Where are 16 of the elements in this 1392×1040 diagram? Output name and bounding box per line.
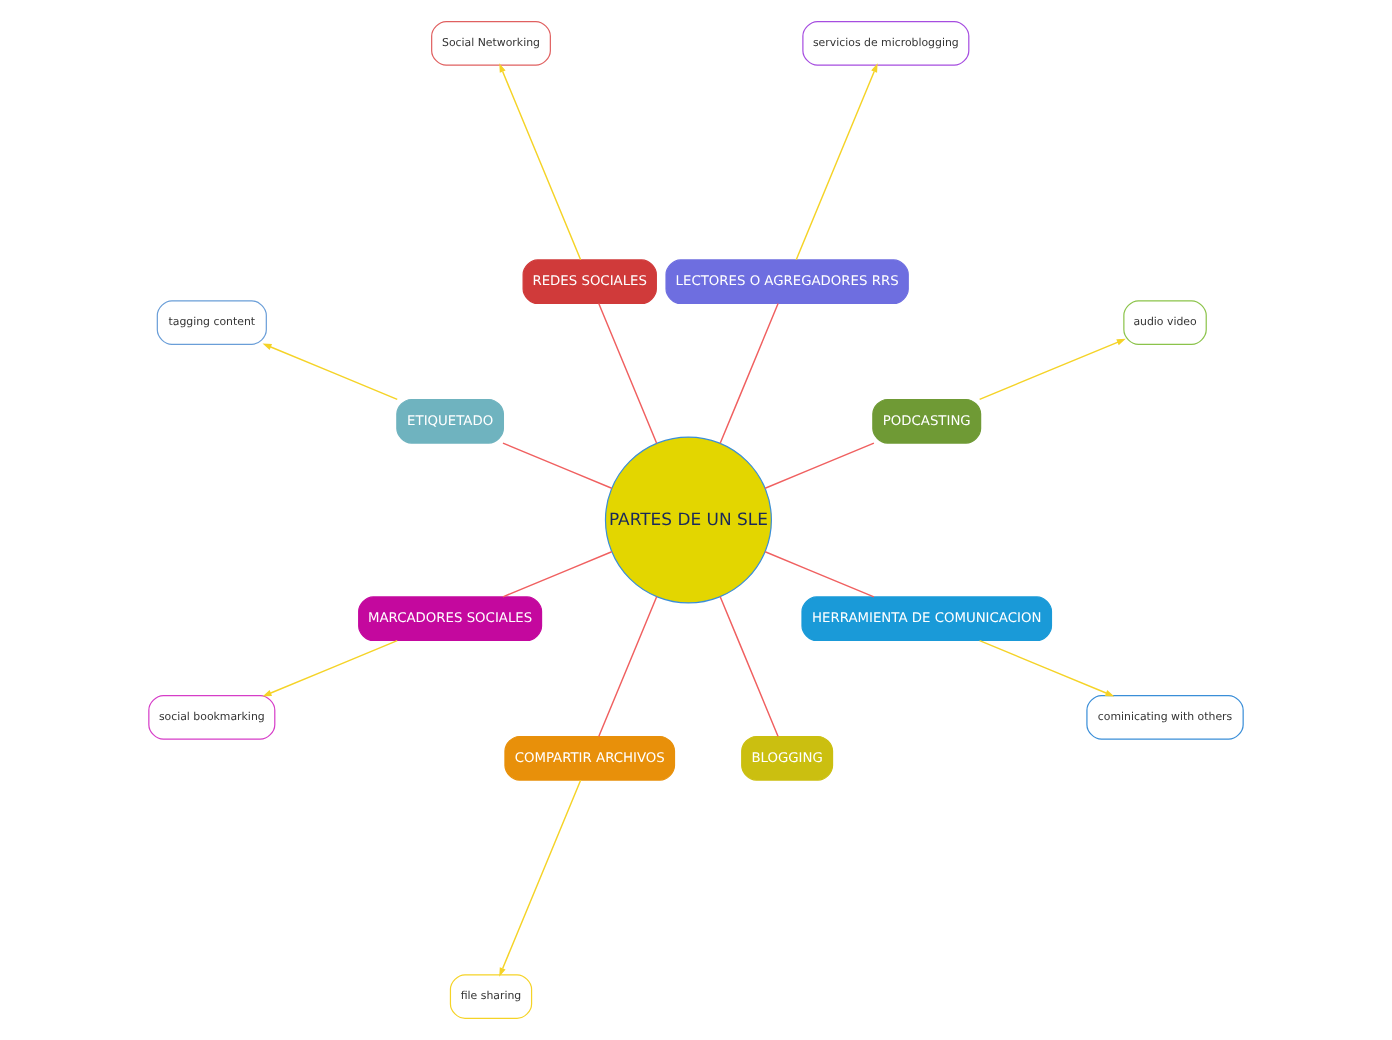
arrow	[499, 779, 582, 977]
arrow	[795, 63, 878, 261]
connector	[598, 302, 658, 444]
arrow	[499, 63, 582, 261]
connector	[502, 442, 613, 489]
connector	[502, 551, 613, 598]
connector	[764, 551, 875, 598]
node-circle: PARTES DE UN SLE	[604, 436, 772, 604]
arrow	[262, 343, 398, 401]
connector	[764, 442, 875, 489]
arrow	[978, 338, 1126, 401]
arrow	[978, 639, 1115, 697]
arrow	[262, 639, 398, 697]
connector	[719, 596, 779, 738]
connector	[598, 596, 658, 738]
connector	[719, 302, 779, 444]
